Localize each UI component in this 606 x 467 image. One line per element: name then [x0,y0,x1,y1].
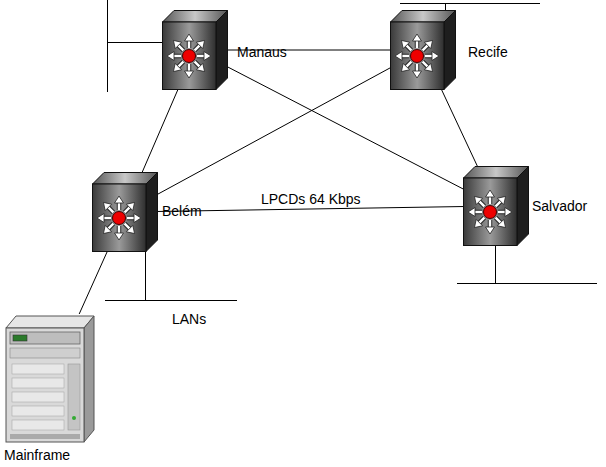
lan-segment [105,300,237,301]
node-label: Recife [468,44,508,60]
link-line [442,90,478,166]
node-label: Salvador [532,198,587,214]
link-line [79,252,107,314]
lan-segment [400,3,540,4]
lan-segment [457,283,597,284]
link-line [142,90,177,172]
lan-segment [145,250,146,300]
lan-segment [495,244,496,283]
router-icon [92,172,158,252]
router-icon [162,10,228,90]
router-node: Belém [92,172,158,252]
lan-segment [107,0,108,92]
node-label: Belém [162,203,202,219]
router-icon [463,166,529,246]
lan-segment [107,42,162,43]
mainframe-node: Mainframe [4,314,96,444]
router-node: Manaus [162,10,228,90]
router-node: Salvador [463,166,529,246]
link-label: LPCDs 64 Kbps [258,191,364,207]
node-label: Manaus [237,44,287,60]
mainframe-icon [4,314,96,444]
router-icon [390,10,456,90]
lan-label: LANs [172,311,206,327]
node-label: Mainframe [4,447,70,463]
router-node: Recife [390,10,456,90]
link-line [158,207,463,212]
